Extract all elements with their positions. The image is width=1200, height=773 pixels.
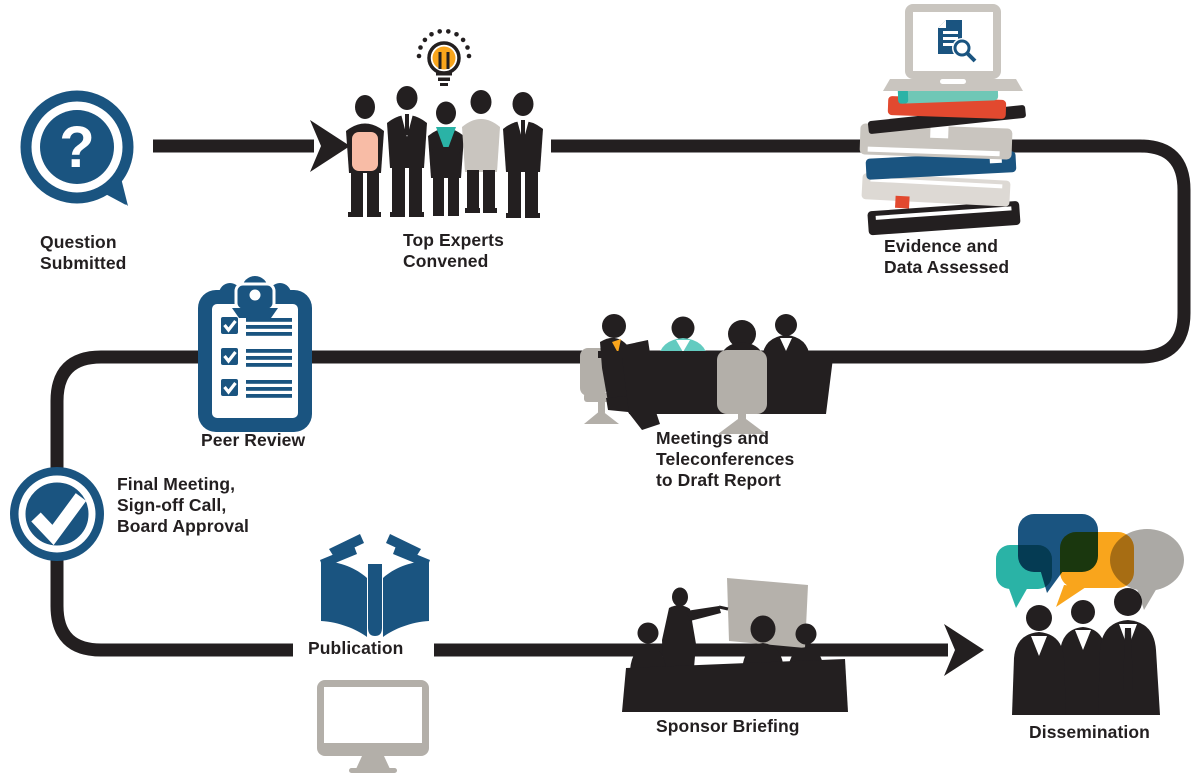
- monitor-icon: [317, 680, 429, 773]
- question-speech-bubble-icon: ?: [20, 90, 134, 206]
- speech-bubble-gray: [1110, 529, 1184, 610]
- audience-silhouette: [630, 622, 666, 670]
- person-silhouette: [428, 101, 464, 216]
- person-silhouette: [503, 92, 543, 218]
- checkmark-circle-icon: [10, 467, 104, 561]
- briefing-table: [622, 659, 848, 712]
- office-chair: [717, 350, 767, 434]
- person-silhouette: [1012, 605, 1066, 715]
- person-silhouette: [346, 95, 384, 217]
- arrowhead-icon: [944, 624, 984, 676]
- meeting-table-icon: [580, 314, 854, 434]
- step-label-publication: Publication: [308, 638, 404, 658]
- book: [859, 123, 1013, 160]
- step-label-question-submitted: Question Submitted: [40, 232, 127, 273]
- book: [861, 173, 1011, 209]
- open-book-icon: [320, 534, 430, 637]
- step-label-top-experts: Top Experts Convened: [403, 230, 504, 271]
- person-silhouette: [462, 90, 500, 213]
- person-silhouette: [1060, 600, 1106, 715]
- step-label-dissemination: Dissemination: [1029, 722, 1150, 742]
- lightbulb-icon: [416, 29, 472, 86]
- speech-bubbles-people-icon: [996, 514, 1184, 715]
- step-label-sponsor-briefing: Sponsor Briefing: [656, 716, 800, 736]
- step-label-final-meeting: Final Meeting, Sign-off Call, Board Appr…: [117, 474, 250, 536]
- laptop-on-books-icon: [859, 4, 1026, 236]
- experts-group-lightbulb-icon: [346, 29, 543, 218]
- book: [867, 201, 1021, 236]
- question-mark-glyph: ?: [59, 115, 94, 180]
- person-silhouette: [1098, 588, 1160, 715]
- document-search-icon: [938, 20, 977, 63]
- clipboard-checklist-icon: [198, 276, 312, 432]
- laptop-icon: [883, 4, 1023, 91]
- projection-screen: [727, 578, 808, 648]
- arrowhead-icon: [310, 120, 350, 172]
- person-silhouette: [387, 86, 427, 217]
- step-label-peer-review: Peer Review: [201, 430, 306, 450]
- step-label-meetings: Meetings and Teleconferences to Draft Re…: [656, 428, 795, 490]
- presentation-screen-icon: [622, 578, 848, 712]
- step-label-evidence-assessed: Evidence and Data Assessed: [884, 236, 1010, 277]
